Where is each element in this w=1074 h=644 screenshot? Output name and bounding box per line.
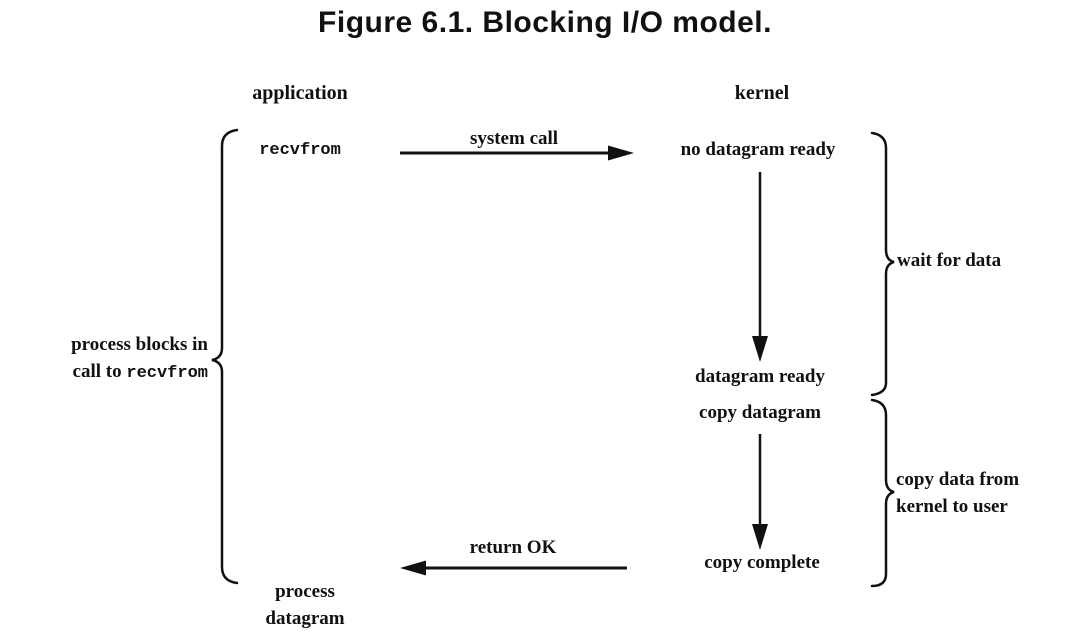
return-ok-label: return OK bbox=[469, 537, 557, 558]
copy-datagram-arrow bbox=[752, 434, 768, 550]
process-datagram-line1: process bbox=[275, 581, 335, 602]
application-column-header: application bbox=[252, 82, 348, 104]
process-blocks-note-line1: process blocks in bbox=[71, 334, 208, 355]
figure-title: Figure 6.1. Blocking I/O model. bbox=[318, 6, 772, 39]
process-blocks-note-line2: call to recvfrom bbox=[72, 361, 208, 383]
process-datagram-label: process datagram bbox=[265, 578, 344, 632]
recvfrom-call-label: recvfrom bbox=[259, 141, 341, 160]
copy-data-label-line2: kernel to user bbox=[896, 496, 1008, 517]
datagram-ready-label: datagram ready bbox=[695, 366, 825, 387]
wait-for-data-arrow bbox=[752, 172, 768, 362]
kernel-column-header: kernel bbox=[734, 82, 790, 104]
return-ok-arrow bbox=[400, 560, 627, 576]
no-datagram-ready-label: no datagram ready bbox=[680, 139, 836, 160]
copy-datagram-label: copy datagram bbox=[699, 402, 821, 423]
copy-complete-label: copy complete bbox=[704, 552, 820, 573]
wait-for-data-brace bbox=[870, 131, 895, 397]
system-call-label: system call bbox=[469, 128, 559, 149]
recvfrom-inline-code: recvfrom bbox=[126, 364, 208, 383]
process-blocks-note: process blocks in call to recvfrom bbox=[71, 331, 208, 387]
copy-data-label: copy data from kernel to user bbox=[896, 466, 1019, 520]
copy-data-label-line1: copy data from bbox=[896, 469, 1020, 490]
wait-for-data-label: wait for data bbox=[897, 250, 1002, 271]
copy-data-brace bbox=[870, 398, 895, 588]
process-datagram-line2: datagram bbox=[265, 608, 345, 629]
process-blocks-brace bbox=[211, 128, 239, 585]
